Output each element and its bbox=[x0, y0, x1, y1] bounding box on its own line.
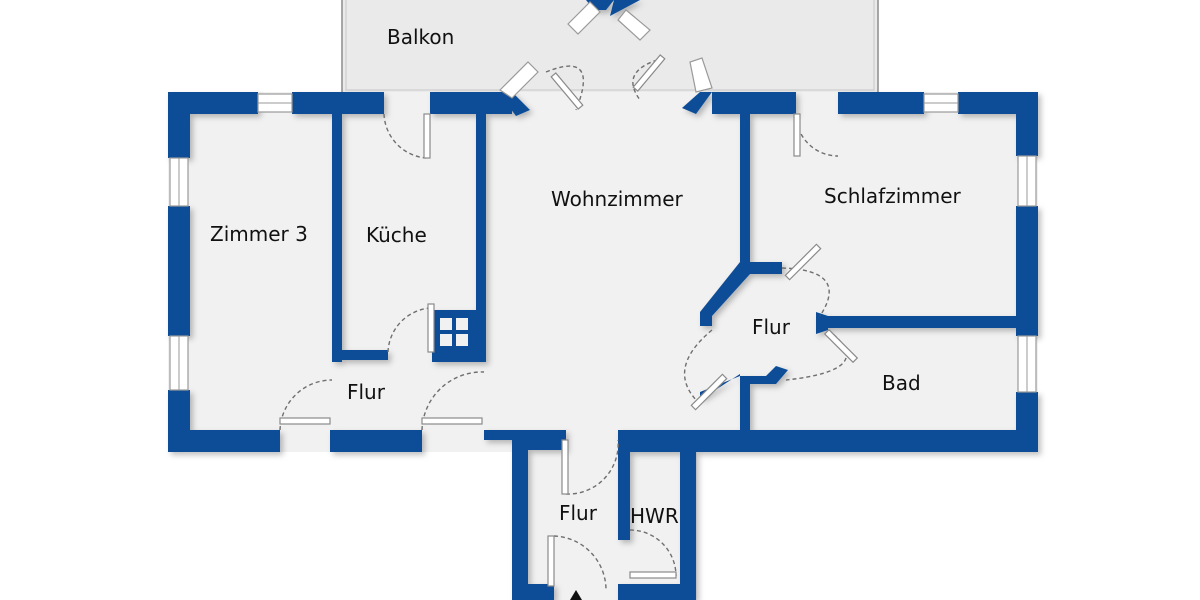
room-label-flur-left: Flur bbox=[347, 380, 386, 404]
room-label-wohnzimmer: Wohnzimmer bbox=[551, 187, 684, 211]
room-label-flur-right: Flur bbox=[752, 315, 791, 339]
room-label-balkon: Balkon bbox=[387, 25, 454, 49]
room-label-kueche: Küche bbox=[366, 223, 427, 247]
balcony-area bbox=[341, 0, 879, 95]
windows bbox=[169, 1, 1037, 393]
room-label-flur-entry: Flur bbox=[559, 501, 598, 525]
walls bbox=[168, 0, 1038, 600]
room-label-schlafzimmer: Schlafzimmer bbox=[824, 184, 962, 208]
room-labels: Balkon Wohnzimmer Schlafzimmer Zimmer 3 … bbox=[210, 25, 962, 528]
doors bbox=[279, 54, 859, 600]
room-label-bad: Bad bbox=[882, 371, 921, 395]
floor-fill bbox=[168, 92, 1038, 600]
room-label-hwr: HWR bbox=[630, 504, 679, 528]
room-label-zimmer3: Zimmer 3 bbox=[210, 222, 308, 246]
